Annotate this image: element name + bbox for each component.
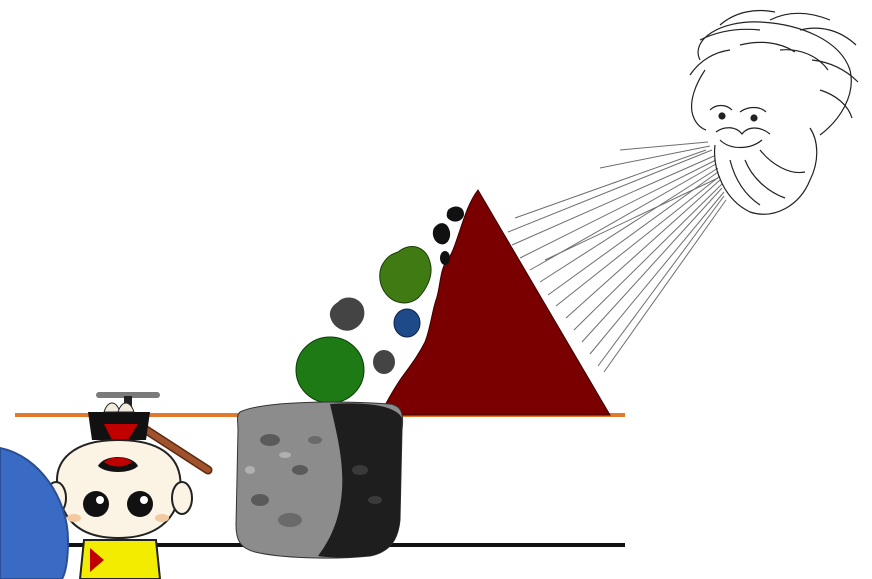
rock-block (236, 402, 403, 558)
blue-stone (394, 309, 420, 337)
bearded-wind-face (690, 11, 858, 215)
grey-stone (330, 297, 365, 330)
blue-circle (0, 448, 68, 579)
green-stone (380, 247, 431, 303)
black-stone (447, 207, 464, 222)
red-triangle-mountain (380, 190, 610, 415)
black-stone (433, 223, 450, 244)
grey-stone (373, 350, 395, 374)
black-stone (440, 251, 450, 265)
green-stone (296, 337, 364, 403)
upside-down-helmeted-character (46, 392, 208, 579)
